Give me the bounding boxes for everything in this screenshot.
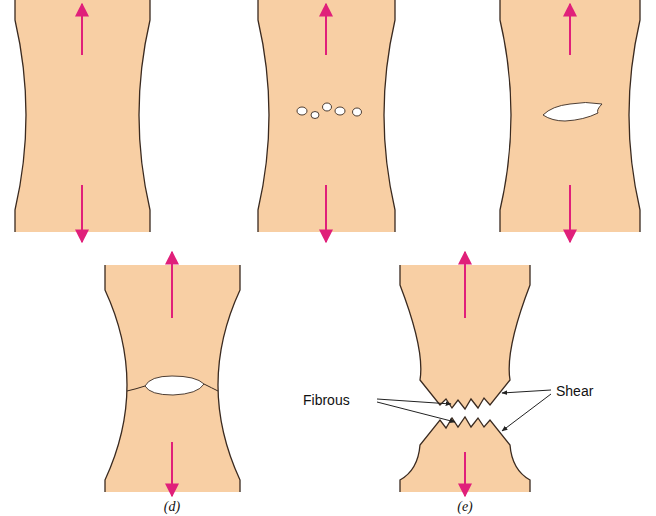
load-arrow — [325, 4, 327, 55]
leader-line — [377, 399, 451, 404]
void — [323, 103, 332, 111]
specimen-outline — [384, 0, 395, 232]
load-arrow — [81, 4, 83, 55]
leader-line — [502, 394, 551, 431]
specimen-outline — [258, 0, 269, 232]
load-arrow — [464, 252, 466, 318]
specimen-outline — [500, 0, 511, 232]
leader-line — [502, 390, 551, 393]
fracture-zone-label: Fibrous — [303, 392, 350, 408]
specimen-outline — [15, 0, 26, 232]
void — [353, 108, 362, 116]
crack — [145, 376, 204, 395]
load-arrow — [569, 4, 571, 55]
specimen-outline — [629, 0, 640, 232]
panel-label: (e) — [457, 499, 473, 515]
specimen-outline — [105, 265, 127, 492]
load-arrow — [569, 185, 571, 242]
load-arrow — [464, 452, 466, 496]
load-arrow — [171, 252, 173, 318]
shear-band — [127, 386, 145, 391]
shear-band — [204, 384, 218, 391]
specimen-outline — [218, 265, 240, 492]
load-arrow — [171, 442, 173, 496]
void — [335, 107, 345, 115]
load-arrow — [325, 185, 327, 242]
fracture-zone-label: Shear — [556, 383, 593, 399]
leader-line — [377, 402, 455, 422]
void — [297, 107, 307, 115]
crack — [543, 103, 602, 122]
specimen-outline — [139, 0, 150, 232]
void — [311, 112, 319, 119]
load-arrow — [81, 185, 83, 242]
panel-label: (d) — [164, 499, 180, 515]
